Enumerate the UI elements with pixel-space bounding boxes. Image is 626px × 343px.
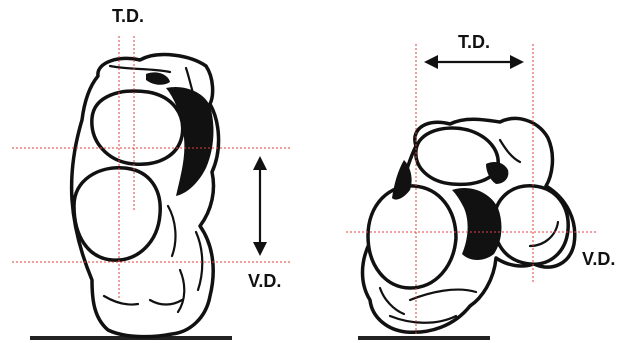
right-vd-label: V.D.: [582, 249, 615, 269]
left-td-label: T.D.: [112, 6, 144, 26]
left-vd-label: V.D.: [248, 271, 281, 291]
left-vertical-double-arrow: [253, 156, 267, 256]
left-bone-view: T.D. V.D.: [12, 6, 292, 338]
left-upper-articular-surface: [92, 91, 183, 164]
right-bone-view: T.D. V.D.: [346, 32, 615, 338]
right-left-articular-surface: [368, 186, 456, 288]
right-horizontal-double-arrow: [424, 55, 524, 69]
right-td-label: T.D.: [458, 32, 490, 52]
left-lower-articular-surface: [74, 168, 160, 260]
